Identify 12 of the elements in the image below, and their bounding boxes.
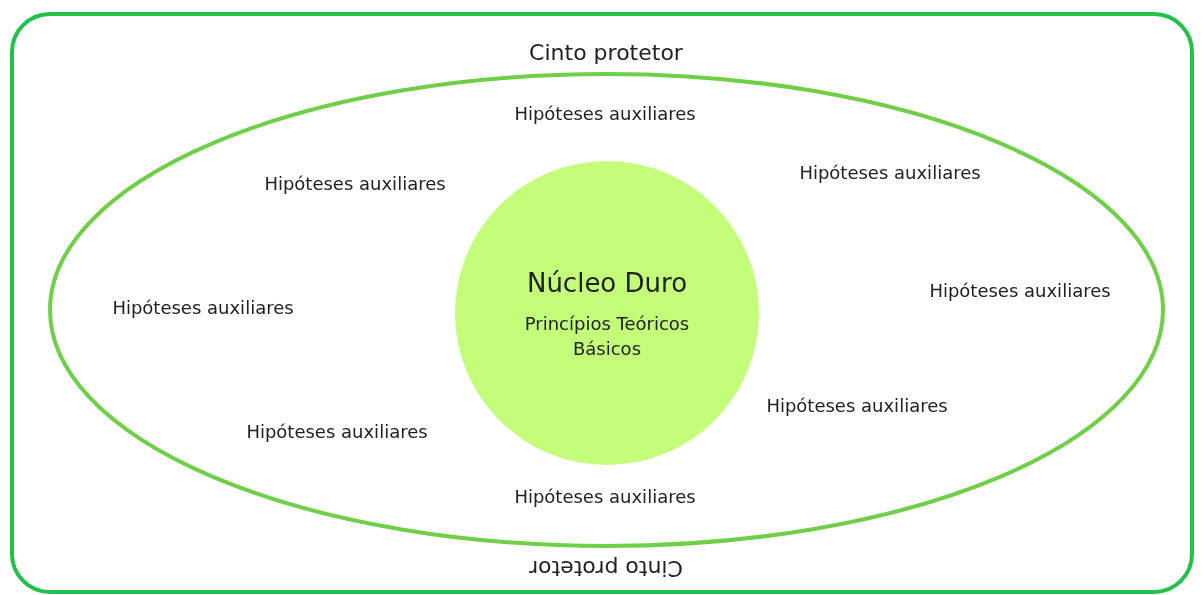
hypothesis-label: Hipóteses auxiliares (766, 394, 948, 416)
core-description: Princípios Teóricos Básicos (523, 311, 691, 361)
hypothesis-label: Hipóteses auxiliares (514, 485, 696, 507)
hypothesis-label: Hipóteses auxiliares (929, 279, 1111, 301)
ring-label: Cinto protetor (529, 555, 683, 581)
hypothesis-label: Hipóteses auxiliares (246, 420, 428, 442)
hypothesis-label: Hipóteses auxiliares (799, 161, 981, 183)
hypothesis-label: Hipóteses auxiliares (264, 172, 446, 194)
core-title: Núcleo Duro (526, 268, 688, 298)
ring-label: Cinto protetor (529, 39, 683, 65)
hypothesis-label: Hipóteses auxiliares (112, 296, 294, 318)
hypothesis-label: Hipóteses auxiliares (514, 102, 696, 124)
